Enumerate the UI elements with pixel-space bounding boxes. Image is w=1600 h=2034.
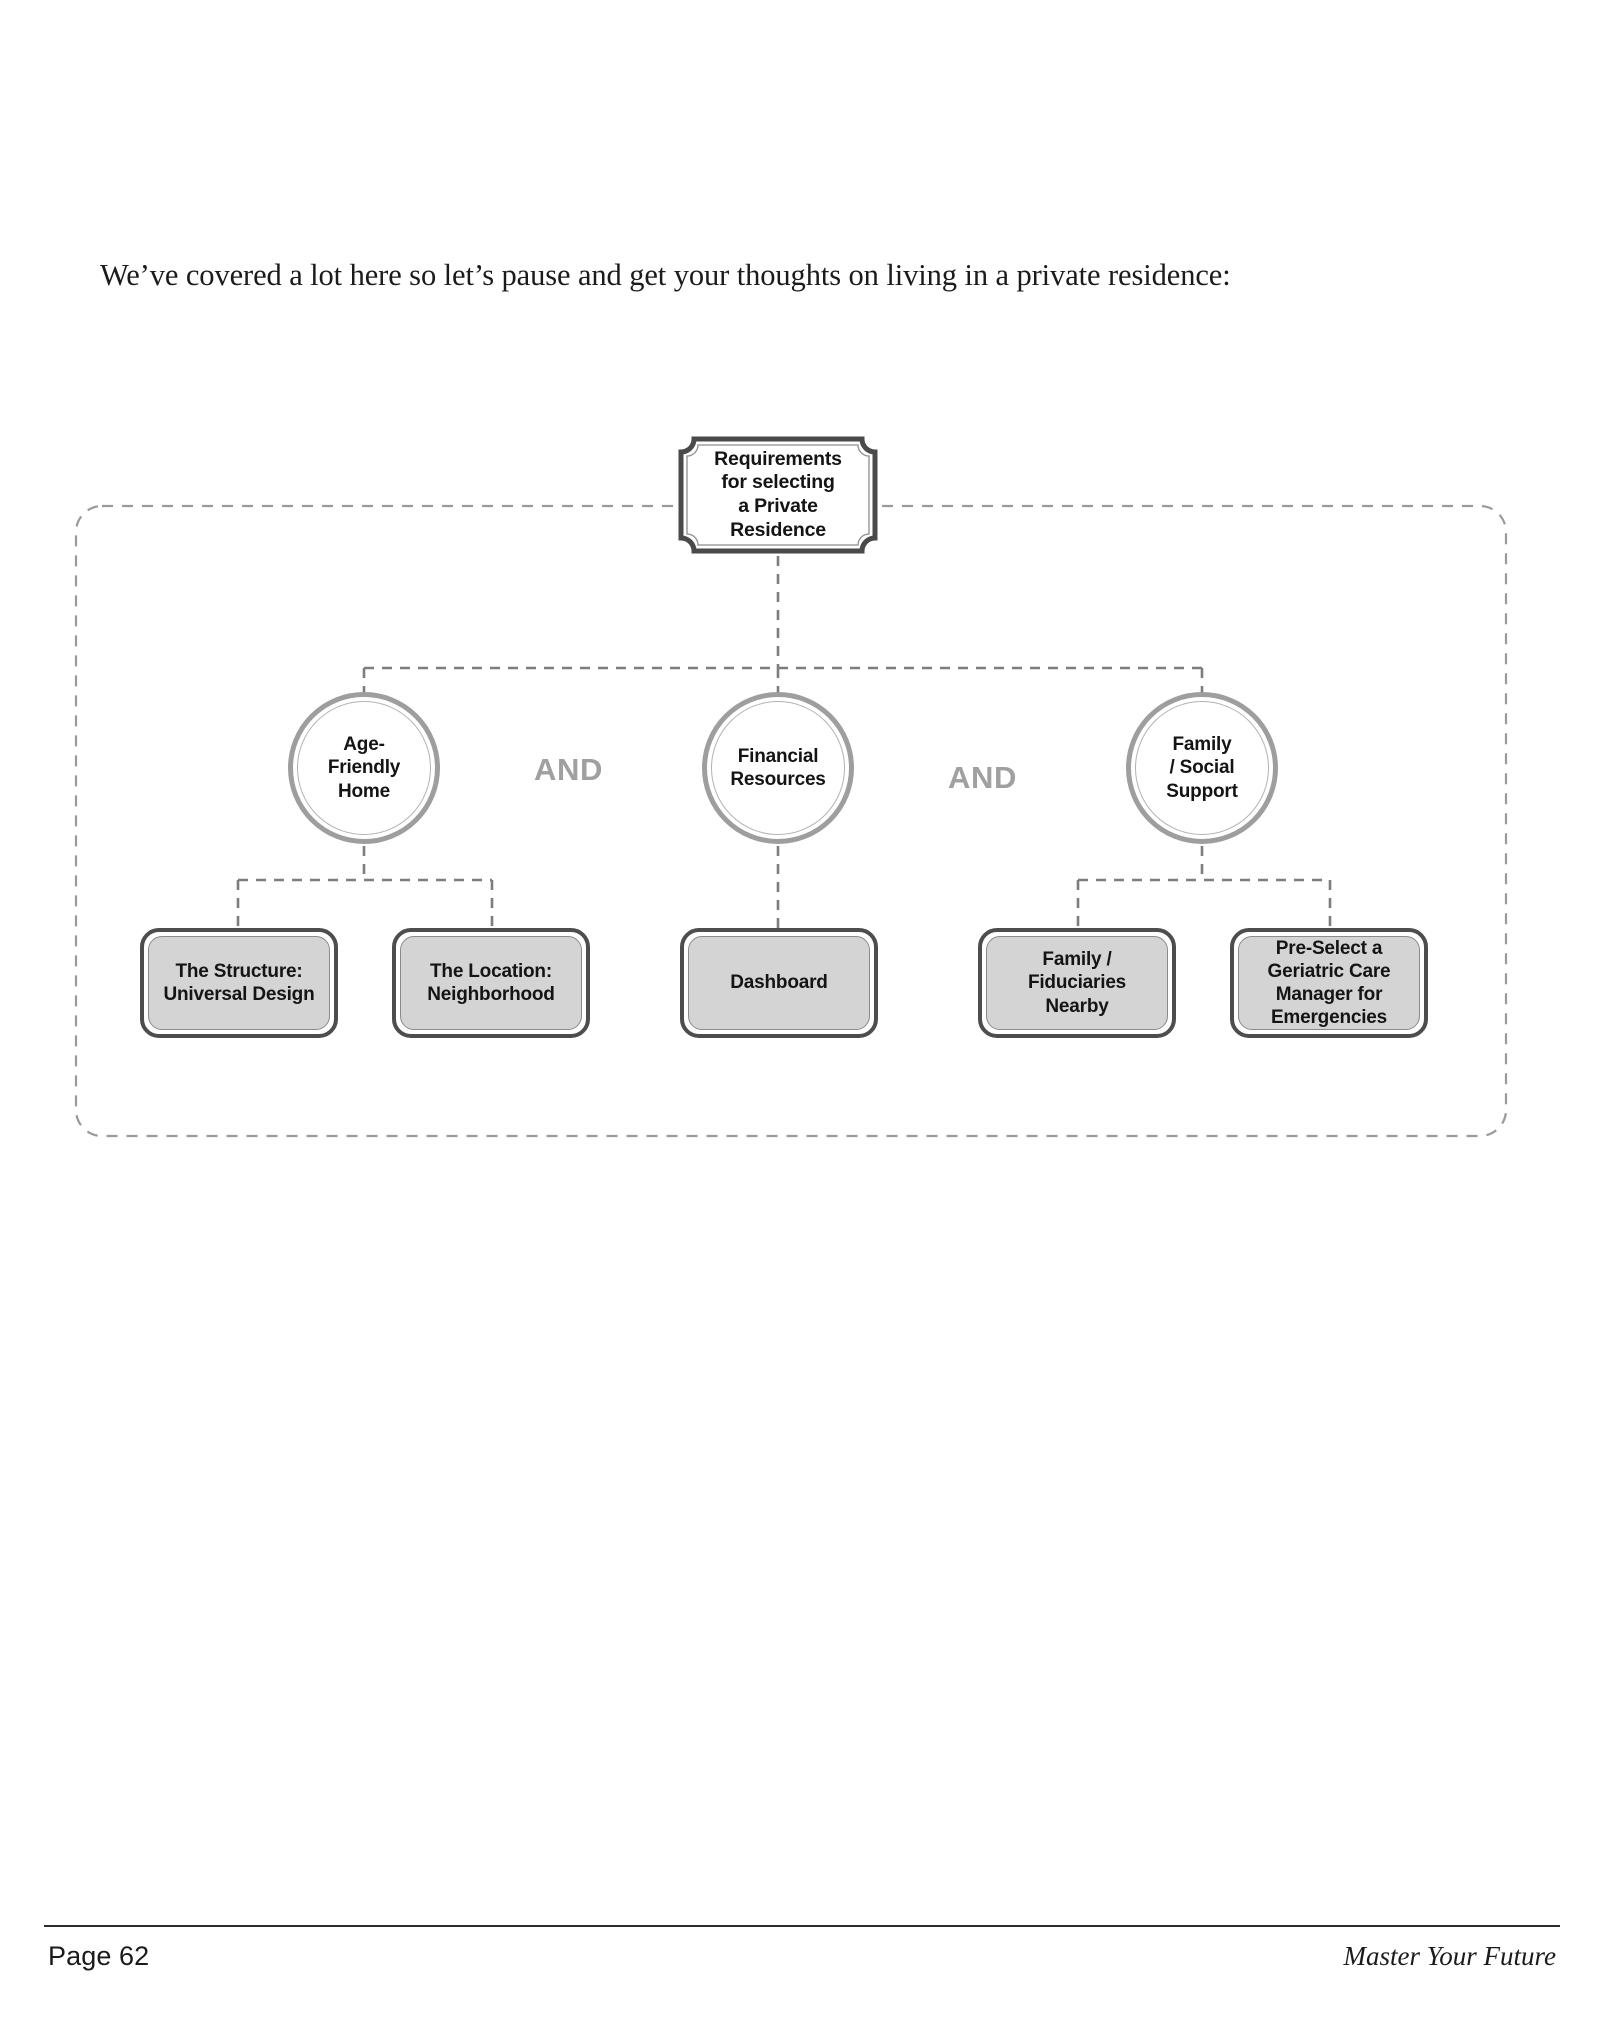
circle-2-line-1: Financial	[737, 745, 819, 767]
box-inner-surface: Dashboard	[688, 936, 870, 1030]
circle-1-line-2: Friendly	[327, 757, 401, 779]
footer-page-number: Page 62	[48, 1941, 150, 1971]
box-1-line-2: Universal Design	[163, 984, 315, 1005]
circle-1-line-1: Age-	[343, 734, 385, 756]
circle-2-line-2: Resources	[730, 769, 826, 790]
operator-and-2: AND	[948, 760, 1017, 795]
circle-3-line-2: / Social	[1169, 757, 1235, 779]
circle-1-line-3: Home	[338, 780, 390, 802]
root-node-line-3: a Private	[738, 495, 818, 517]
box-the-location-neighborhood-label: The Location: Neighborhood	[421, 960, 560, 1006]
box-the-location-neighborhood[interactable]: The Location: Neighborhood	[392, 928, 590, 1038]
box-5-line-4: Emergencies	[1270, 1007, 1388, 1029]
box-the-structure-universal-design[interactable]: The Structure: Universal Design	[140, 928, 338, 1038]
root-node-line-1: Requirements	[714, 447, 842, 470]
box-4-line-3: Nearby	[1045, 995, 1109, 1017]
box-inner-surface: The Structure: Universal Design	[148, 936, 330, 1030]
box-pre-select-geriatric-care-manager-label: Pre-Select a Geriatric Care Manager for …	[1262, 937, 1397, 1030]
root-node-requirements[interactable]: Requirements for selecting a Private Res…	[678, 436, 878, 554]
box-4-line-2: Fiduciaries	[1027, 972, 1127, 994]
root-node-label: Requirements for selecting a Private Res…	[678, 436, 878, 554]
circle-family-social-support[interactable]: Family / Social Support	[1126, 692, 1278, 844]
circle-age-friendly-home-label: Age- Friendly Home	[322, 733, 406, 803]
root-node-line-4: Residence	[730, 518, 826, 541]
circle-family-social-support-label: Family / Social Support	[1160, 733, 1243, 803]
box-dashboard[interactable]: Dashboard	[680, 928, 878, 1038]
circle-financial-resources[interactable]: Financial Resources	[702, 692, 854, 844]
box-family-fiduciaries-nearby-label: Family / Fiduciaries Nearby	[1022, 948, 1132, 1018]
box-4-line-1: Family /	[1042, 949, 1112, 971]
box-inner-surface: The Location: Neighborhood	[400, 936, 582, 1030]
box-family-fiduciaries-nearby[interactable]: Family / Fiduciaries Nearby	[978, 928, 1176, 1038]
circle-3-line-3: Support	[1166, 780, 1238, 802]
footer-book-title: Master Your Future	[1343, 1941, 1556, 1971]
box-1-line-1: The Structure:	[175, 960, 303, 982]
box-5-line-2: Geriatric Care	[1267, 960, 1391, 982]
circle-financial-resources-label: Financial Resources	[724, 745, 831, 791]
box-pre-select-geriatric-care-manager[interactable]: Pre-Select a Geriatric Care Manager for …	[1230, 928, 1428, 1038]
box-inner-surface: Family / Fiduciaries Nearby	[986, 936, 1168, 1030]
circle-3-line-1: Family	[1172, 734, 1232, 756]
box-5-line-1: Pre-Select a	[1275, 937, 1383, 959]
plaque-frame	[678, 436, 878, 554]
plaque-inner-path	[686, 444, 870, 546]
plaque-outer-path	[678, 436, 878, 554]
box-the-structure-universal-design-label: The Structure: Universal Design	[158, 960, 321, 1006]
box-dashboard-label: Dashboard	[724, 971, 833, 994]
intro-paragraph: We’ve covered a lot here so let’s pause …	[100, 258, 1231, 292]
box-5-line-3: Manager for	[1275, 984, 1383, 1005]
box-2-line-2: Neighborhood	[427, 984, 555, 1005]
box-inner-surface: Pre-Select a Geriatric Care Manager for …	[1238, 936, 1420, 1030]
root-node-line-2: for selecting	[721, 471, 835, 494]
requirements-diagram: Requirements for selecting a Private Res…	[74, 436, 1508, 1138]
circle-age-friendly-home[interactable]: Age- Friendly Home	[288, 692, 440, 844]
diagram-connectors	[74, 504, 1508, 1138]
operator-and-1: AND	[534, 752, 603, 787]
box-2-line-1: The Location:	[430, 960, 552, 982]
footer-divider	[44, 1925, 1560, 1927]
box-3-line-1: Dashboard	[730, 972, 828, 994]
